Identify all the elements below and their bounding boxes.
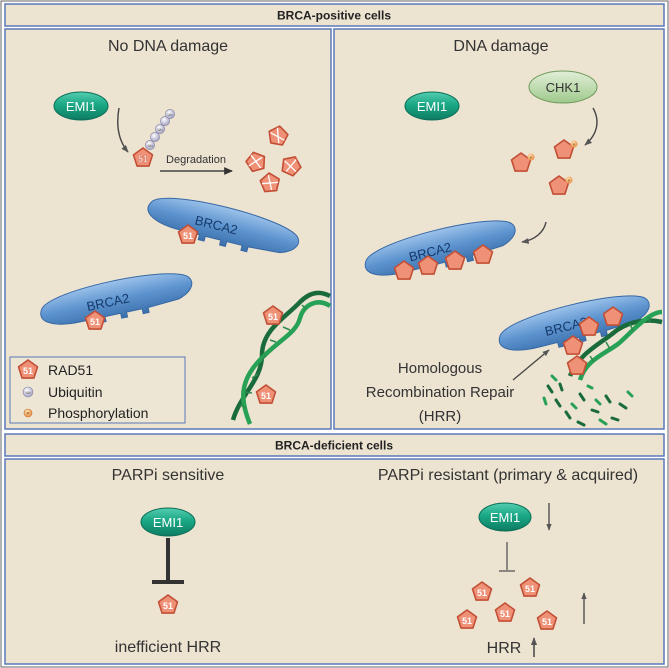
- top-header-text: BRCA-positive cells: [277, 9, 391, 23]
- top-header-box: [4, 3, 665, 27]
- svg-text:P: P: [573, 142, 576, 147]
- hrr-arrow: [512, 349, 550, 381]
- no-damage-title: No DNA damage: [108, 38, 228, 55]
- svg-text:51: 51: [542, 617, 552, 627]
- legend-ubiquitin-icon: [22, 386, 34, 398]
- emi1-node-sensitive: EMI1: [140, 507, 196, 537]
- resistant-title: PARPi resistant (primary & acquired): [378, 467, 638, 484]
- svg-text:EMI1: EMI1: [417, 99, 447, 114]
- svg-text:51: 51: [525, 584, 535, 594]
- svg-text:51: 51: [138, 154, 148, 164]
- legend-rad51-icon: 51: [23, 366, 33, 376]
- hrr-label-line2: Recombination Repair: [366, 384, 514, 401]
- ubiquitination-arrow: [117, 107, 129, 153]
- sensitive-title: PARPi sensitive: [112, 467, 225, 484]
- rad51-on-dna-2: 51: [255, 384, 277, 404]
- legend-phosphorylation: Phosphorylation: [48, 405, 148, 421]
- rad51-bound-1: 51: [177, 224, 199, 244]
- chk1-node: CHK1: [528, 70, 598, 104]
- emi1-node-damage: EMI1: [404, 91, 460, 121]
- brca2-protein-no-damage-1: BRCA2: [142, 188, 304, 264]
- emi1-node-no-damage: EMI1: [53, 91, 109, 121]
- svg-text:51: 51: [268, 312, 278, 322]
- rad51-phosphorylated: P P P: [510, 139, 578, 195]
- rad51-sensitive: EMI1 51: [157, 594, 179, 614]
- emi1-node-resistant: EMI1: [478, 502, 532, 532]
- brca2-protein-no-damage-2: BRCA2: [36, 264, 197, 336]
- legend-ubiquitin: Ubiquitin: [48, 384, 102, 400]
- legend: 51 RAD51 Ub Ubiquitin P Phosphorylation: [9, 356, 186, 424]
- bottom-header-box: [4, 433, 665, 457]
- strong-inhibition-bar: [152, 538, 184, 584]
- emi1-label: EMI1: [66, 99, 96, 114]
- svg-text:51: 51: [462, 616, 472, 626]
- rad51-cluster-resistant: 51 51 51 51 51: [456, 577, 558, 630]
- ubiquitin-chain: Ub Ub Ub: [145, 109, 175, 150]
- svg-text:51: 51: [183, 231, 193, 241]
- damage-title: DNA damage: [453, 38, 548, 55]
- svg-text:51: 51: [500, 609, 510, 619]
- phosphorylation-arrow: [584, 107, 598, 146]
- svg-text:EMI1: EMI1: [490, 510, 520, 525]
- bottom-header-text: BRCA-deficient cells: [275, 439, 393, 453]
- svg-text:CHK1: CHK1: [546, 80, 581, 95]
- svg-text:51: 51: [477, 588, 487, 598]
- hrr-label-line3: (HRR): [419, 408, 462, 425]
- sensitive-outcome: inefficient HRR: [115, 639, 221, 656]
- loading-arrow: [521, 221, 547, 244]
- hrr-label-line1: Homologous: [398, 360, 482, 377]
- resistant-outcome: HRR: [487, 640, 522, 657]
- svg-text:51: 51: [163, 601, 173, 611]
- dna-helix-intact: [230, 290, 332, 425]
- degradation-label: Degradation: [166, 154, 226, 166]
- svg-text:Ub: Ub: [157, 127, 163, 132]
- legend-phosphorylation-icon: [23, 408, 33, 418]
- svg-text:Ub: Ub: [167, 112, 173, 117]
- rad51-ubiquitinated: 51: [132, 147, 154, 167]
- rad51-on-dna-1: 51: [262, 305, 284, 325]
- svg-text:P: P: [26, 411, 29, 416]
- weak-inhibition-bar: [499, 542, 515, 572]
- svg-text:51: 51: [261, 391, 271, 401]
- svg-text:Ub: Ub: [25, 390, 31, 395]
- svg-text:P: P: [530, 155, 533, 160]
- svg-text:EMI1: EMI1: [153, 515, 183, 530]
- degraded-rad51-fragments: [243, 123, 305, 193]
- legend-rad51: RAD51: [48, 362, 93, 378]
- svg-text:Ub: Ub: [147, 143, 153, 148]
- rad51-bound-2: 51: [84, 310, 106, 330]
- panel-brca-deficient: [4, 458, 665, 665]
- svg-text:51: 51: [90, 317, 100, 327]
- svg-text:P: P: [568, 178, 571, 183]
